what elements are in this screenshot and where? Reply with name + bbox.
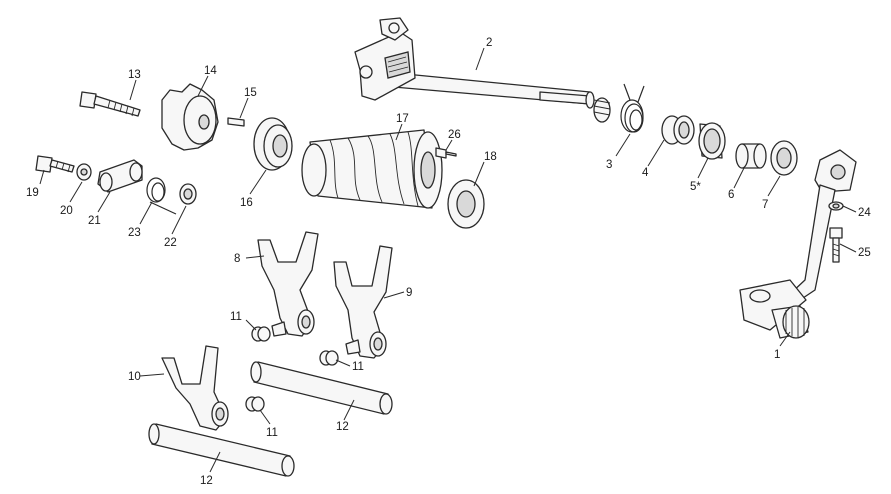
callout-19: 19: [26, 187, 39, 199]
callout-14: 14: [204, 65, 217, 77]
callout-15: 15: [244, 87, 257, 99]
fork-rod-upper: [250, 361, 393, 415]
stopper-arm: [97, 159, 143, 193]
drum-cam: [161, 83, 219, 151]
callout-21: 21: [88, 215, 101, 227]
callout-4: 4: [642, 167, 649, 179]
shift-fork-9: [333, 245, 393, 359]
lever-bolt: [829, 227, 843, 263]
drum-bearing-left: [253, 117, 293, 171]
callout-2: 2: [486, 37, 492, 49]
callout-5: 5*: [690, 181, 701, 193]
shift-drum: [301, 129, 443, 209]
callout-12a: 12: [336, 421, 349, 433]
needle-bearing: [735, 143, 767, 169]
callout-24: 24: [858, 207, 871, 219]
roller-b: [319, 350, 339, 366]
callout-10: 10: [128, 371, 141, 383]
stopper-spring: [146, 177, 177, 215]
callout-16: 16: [240, 197, 253, 209]
shift-lever: [739, 149, 857, 339]
roller-c: [245, 396, 265, 412]
callout-6: 6: [728, 189, 734, 201]
callout-23: 23: [128, 227, 141, 239]
washer: [76, 163, 92, 181]
roller-a: [251, 326, 271, 342]
bushing: [698, 122, 726, 160]
oil-seal-right: [770, 140, 798, 176]
callout-11a: 11: [230, 311, 242, 323]
callout-8: 8: [234, 253, 240, 265]
shift-shaft: [354, 17, 611, 123]
return-spring: [620, 83, 645, 133]
callout-26: 26: [448, 129, 461, 141]
fork-rod-lower: [148, 423, 295, 477]
callout-18: 18: [484, 151, 497, 163]
callout-17: 17: [396, 113, 409, 125]
callout-11c: 11: [266, 427, 278, 439]
collar: [661, 115, 695, 145]
callout-12b: 12: [200, 475, 213, 487]
stopper-collar: [179, 183, 197, 205]
stopper-bolt: [35, 155, 75, 173]
callout-25: 25: [858, 247, 871, 259]
callout-7: 7: [762, 199, 768, 211]
callout-13: 13: [128, 69, 141, 81]
callout-labels: 1 2 3 4 5* 6 7 8 9 10 11 11 11 12 12 13 …: [26, 37, 871, 487]
washer-small: [828, 201, 844, 211]
callout-9: 9: [406, 287, 412, 299]
drum-bolt: [79, 91, 141, 117]
callout-3: 3: [606, 159, 612, 171]
dowel-pin: [227, 117, 245, 127]
drum-screw: [435, 147, 457, 159]
callout-20: 20: [60, 205, 73, 217]
shift-fork-8: [257, 231, 319, 337]
callout-1: 1: [774, 349, 780, 361]
leader-lines: [39, 47, 857, 473]
drum-bearing-right: [447, 179, 485, 229]
callout-22: 22: [164, 237, 177, 249]
shift-fork-10: [161, 345, 229, 431]
callout-11b: 11: [352, 361, 364, 373]
